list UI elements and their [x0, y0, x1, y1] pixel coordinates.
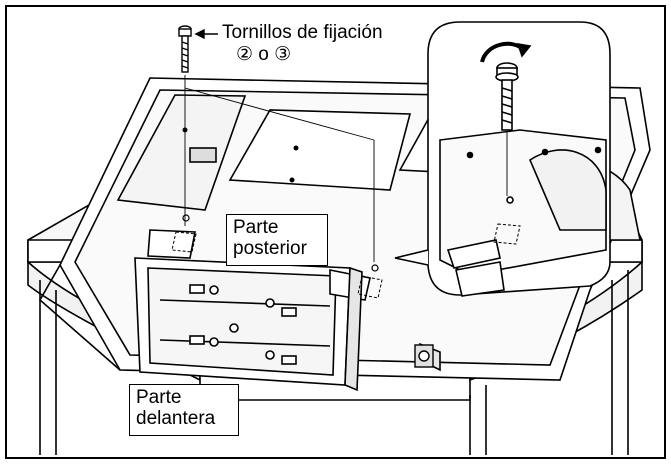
outer-border: [5, 5, 666, 459]
front-label-line1: Parte: [136, 387, 182, 408]
screws-callout: Tornillos de fijación ② o ③: [222, 22, 383, 66]
screws-options: ② o ③: [236, 44, 292, 65]
guide-lines: [184, 75, 375, 262]
screws-title: Tornillos de fijación: [222, 22, 383, 43]
stand: [134, 229, 371, 392]
back-label-line1: Parte: [233, 217, 279, 238]
back-label-line2: posterior: [233, 238, 307, 259]
screw-left: [178, 25, 192, 73]
front-label-line2: delantera: [136, 408, 216, 429]
front-label: Parte delantera: [129, 384, 239, 436]
callout-arrow: [194, 28, 218, 40]
back-label: Parte posterior: [226, 214, 328, 266]
tv-foot: [414, 344, 434, 368]
socket-outlines: [171, 231, 383, 299]
magnified-inset: [394, 21, 611, 297]
